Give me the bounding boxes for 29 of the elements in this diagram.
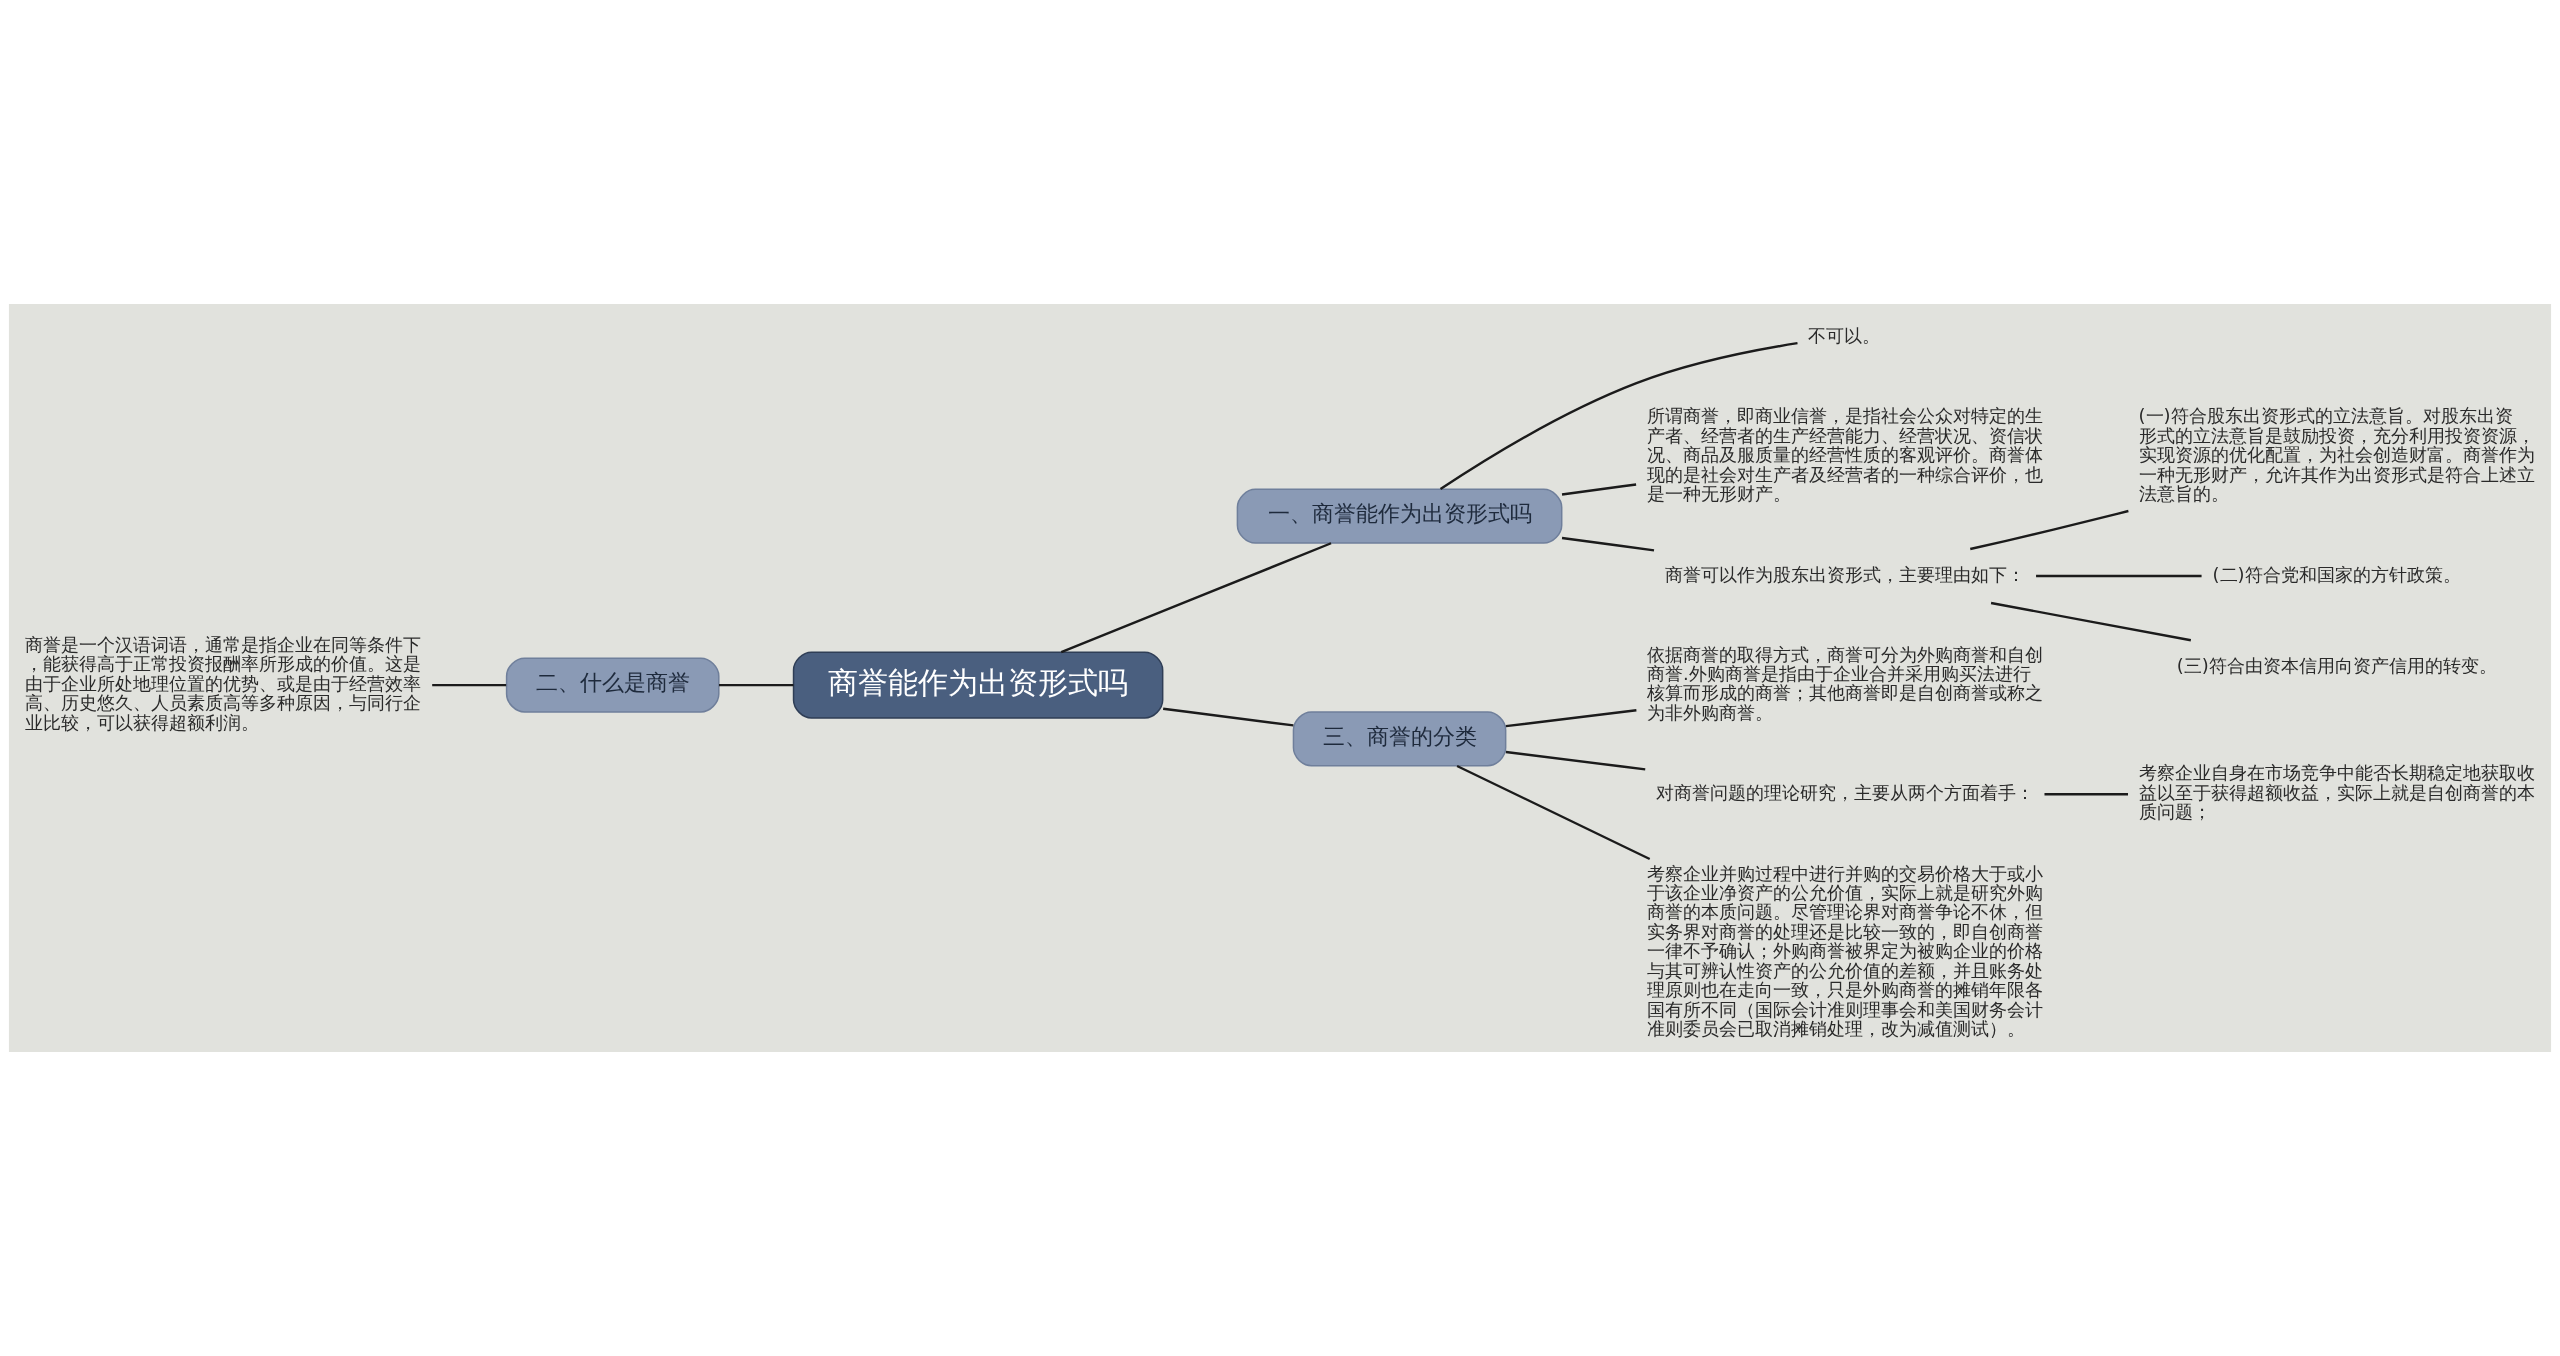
connector [1439,342,1798,491]
node-text: (二)符合党和国家的方针政策。 [2212,563,2461,585]
node-text: 商誉可以作为股东出资形式，主要理由如下： [1664,563,2025,585]
connector [1163,707,1294,727]
connector [719,683,794,687]
node-text: 不可以。 [1808,324,1881,346]
node-text: 依据商誉的取得方式，商誉可分为外购商誉和自创商誉.外购商誉是指由于企业合并采用购买法进行核算而形成的商誉；其他商誉即是自创商誉或称之为非外购商誉。 [1646,643,2043,723]
connector [1561,483,1637,496]
connector [2036,574,2202,578]
node-text: (一)符合股东出资形式的立法意旨。对股东出资形式的立法意旨是鼓励投资，充分利用投资资源，实现资源的优化配置，为社会创造财富。商誉作为一种无形财产，允许其作为出资形式是符合上述立法意旨的。 [2138,405,2535,504]
node-text: 考察企业自身在市场竞争中能否长期稳定地获取收益以至于获得超额收益，实际上就是自创商誉的本质问题； [2138,762,2535,823]
node-text: 所谓商誉，即商业信誉，是指社会公众对特定的生产者、经营者的生产经营能力、经营状况、资信状况、商品及服质量的经营性质的客观评价。商誉体现的是社会对生产者及经营者的一种综合评价，也是一种无形财产。 [1646,405,2043,504]
connector [1990,601,2192,642]
connector [1505,709,1637,728]
node-box: 一、商誉能作为出资形式吗 [1236,488,1563,544]
connector [1505,750,1646,771]
node-box: 商誉能作为出资形式吗 [792,651,1164,719]
connector [432,683,507,687]
node-text: 商誉是一个汉语词语，通常是指企业在同等条件下，能获得高于正常投资报酬率所形成的价值。这是由于企业所处地理位置的优势、或是由于经营效率高、历史悠久、人员素质高等多种原因，与同行企业比较，可以获得超额利润。 [25,633,422,733]
node-text: 对商誉问题的理论研究，主要从两个方面着手： [1655,781,2034,803]
node-box: 二、什么是商誉 [505,657,720,713]
connector [1561,536,1655,552]
connector [1060,542,1332,654]
node-text: (三)符合由资本信用向资产信用的转变。 [2176,654,2497,676]
connector [2044,793,2128,796]
node-text: 考察企业并购过程中进行并购的交易价格大于或小于该企业净资产的公允价值，实际上就是研究外购商誉的本质问题。尽管理论界对商誉争论不休，但实务界对商誉的处理还是比较一致的，即自创商誉一律不予确认；外购商誉被界定为被购企业的价格与其可辨认性资产的公允价值的差额，并且账务处理原则也在走向一致，只是外购商誉的摊销年限各国有所不同（国际会计准则理事会和美国财务会计准则委员会已取消摊销处理，改为减值测试）。 [1646,862,2043,1039]
node-box: 三、商誉的分类 [1292,711,1507,767]
connector [1970,509,2129,551]
connector [1456,764,1651,861]
